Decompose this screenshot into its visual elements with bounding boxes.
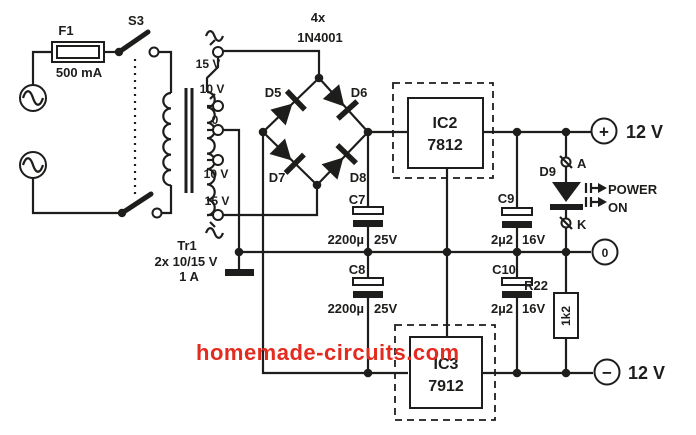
led-ref-label: D9 <box>539 164 556 179</box>
r22-ref-label: R22 <box>524 278 548 293</box>
c10-value-label: 2µ2 <box>491 301 513 316</box>
output-terminal-zero: 0 <box>591 238 619 266</box>
led-d9: A D9 K POWER ON <box>539 132 658 252</box>
regulator-ic3: IC3 7912 <box>394 324 496 421</box>
wire-ac2-to-switch <box>31 178 119 215</box>
diode-d6 <box>322 84 360 121</box>
transformer-tr1: 15 V 10 V 0 10 V 15 V Tr1 2x 10/15 V 1 A <box>155 30 230 284</box>
led-anode-label: A <box>577 156 587 171</box>
led-light-arrow-icon <box>584 197 607 207</box>
ic2-part-label: 7812 <box>427 137 463 154</box>
tap-top15-label: 15 V <box>196 57 221 71</box>
transformer-windings-label: 2x 10/15 V <box>155 254 218 269</box>
diode-d8-label: D8 <box>350 170 367 185</box>
resistor-r22: 1k2 R22 <box>524 252 579 373</box>
c9-value-label: 2µ2 <box>491 232 513 247</box>
diode-d8 <box>321 143 358 180</box>
primary-winding <box>162 91 172 187</box>
transformer-ref-label: Tr1 <box>177 238 197 253</box>
capacitor-c7: C7 2200µ 25V <box>328 132 397 252</box>
ac-input-terminal-top <box>19 84 47 112</box>
fuse-f1: F1 500 mA <box>51 23 105 80</box>
wire-top15-to-bridge <box>223 49 321 74</box>
output-terminal-negative: − 12 V <box>593 358 665 386</box>
tap-zero-label: 0 <box>212 113 219 127</box>
negative-voltage-label: 12 V <box>628 363 665 383</box>
negative-sign: − <box>602 364 612 383</box>
wire-switch-to-primary-bottom <box>162 185 173 215</box>
r22-value-label: 1k2 <box>559 306 573 326</box>
c10-ref-label: C10 <box>492 262 516 277</box>
positive-voltage-label: 12 V <box>626 122 663 142</box>
led-caption-power: POWER <box>608 182 658 197</box>
junction-dots <box>234 127 571 378</box>
tap-bottom10-label: 10 V <box>204 167 229 181</box>
ic2-dashed-outline <box>392 82 494 179</box>
switch-s3: S3 <box>114 13 163 219</box>
ic3-ref-label: IC3 <box>434 356 459 373</box>
capacitor-c8: C8 2200µ 25V <box>328 252 397 373</box>
switch-lever-bottom <box>119 191 154 216</box>
led-light-arrow-icon <box>584 183 607 193</box>
c7-voltage-label: 25V <box>374 232 397 247</box>
fuse-rating-label: 500 mA <box>56 65 103 80</box>
watermark-text: homemade-circuits.com <box>196 340 460 365</box>
ac-input-terminal-bottom <box>19 151 47 179</box>
bridge-rectifier: 4x 1N4001 D5 D6 D7 D8 <box>258 10 373 190</box>
c8-value-label: 2200µ <box>328 301 364 316</box>
output-terminal-positive: + 12 V <box>590 117 663 145</box>
fuse-ref-label: F1 <box>58 23 73 38</box>
c9-voltage-label: 16V <box>522 232 545 247</box>
diode-d7 <box>269 138 306 175</box>
capacitor-c10: C10 2µ2 16V <box>491 252 545 373</box>
c7-ref-label: C7 <box>349 192 366 207</box>
ac-wave-icon <box>204 227 225 239</box>
led-caption-on: ON <box>608 200 628 215</box>
diode-d6-label: D6 <box>351 85 368 100</box>
led-cathode-label: K <box>577 217 587 232</box>
c8-ref-label: C8 <box>349 262 366 277</box>
transformer-current-label: 1 A <box>179 269 199 284</box>
tap-top10-label: 10 V <box>200 82 225 96</box>
zero-sign: 0 <box>602 246 609 260</box>
tap-lead-top <box>205 57 220 92</box>
diode-d5 <box>270 89 307 126</box>
ic3-dashed-outline <box>394 324 496 421</box>
rectifier-qty-label: 4x <box>311 10 326 25</box>
ic3-part-label: 7912 <box>428 378 464 395</box>
tap-bottom15-label: 15 V <box>205 194 230 208</box>
c7-value-label: 2200µ <box>328 232 364 247</box>
wire-ac1-to-fuse <box>31 50 52 85</box>
capacitor-c9: C9 2µ2 16V <box>491 132 545 252</box>
ic2-ref-label: IC2 <box>433 115 458 132</box>
c9-ref-label: C9 <box>498 191 515 206</box>
diode-d5-label: D5 <box>265 85 282 100</box>
c10-voltage-label: 16V <box>522 301 545 316</box>
wire-bridge-neg-to-ic3 <box>261 132 408 375</box>
secondary-winding <box>206 90 216 217</box>
regulator-ic2: IC2 7812 <box>392 82 494 179</box>
diode-d7-label: D7 <box>269 170 286 185</box>
ac-wave-icon <box>21 90 45 106</box>
ac-wave-icon <box>204 30 225 42</box>
wire-switch-to-primary-top <box>159 50 173 93</box>
rectifier-part-label: 1N4001 <box>297 30 343 45</box>
switch-lever-top <box>116 29 151 55</box>
wire-bottom15-to-bridge <box>223 185 319 217</box>
ac-wave-icon <box>21 157 45 173</box>
positive-sign: + <box>599 123 609 142</box>
c8-voltage-label: 25V <box>374 301 397 316</box>
switch-ref-label: S3 <box>128 13 144 28</box>
wire-zero-tap-down <box>223 128 241 250</box>
